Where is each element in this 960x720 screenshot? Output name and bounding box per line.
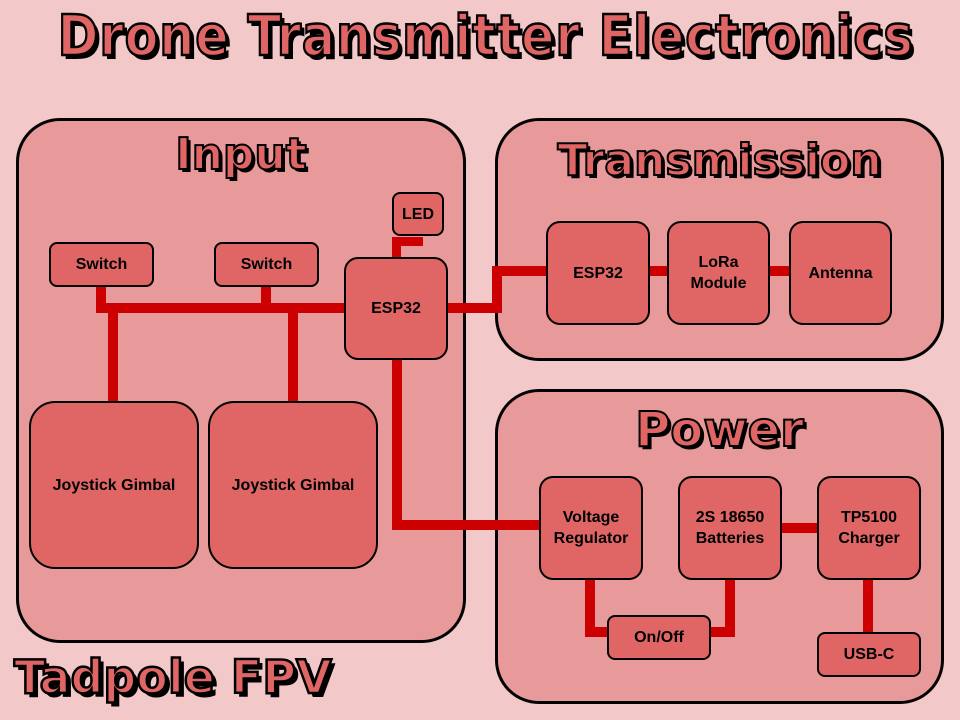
- voltage-regulator-label: Voltage Regulator: [553, 509, 629, 547]
- wire-switch-bus: [96, 303, 350, 313]
- wire-esp32-lora: [648, 266, 670, 276]
- wire-esp32-tx-h2: [492, 266, 548, 276]
- joystick-gimbal-box-2: Joystick Gimbal: [208, 401, 378, 569]
- wire-batteries-switch-h: [708, 627, 735, 637]
- wire-batteries-switch-v: [725, 577, 735, 637]
- on-off-switch-box: On/Off: [607, 615, 711, 660]
- lora-module-box: LoRa Module: [667, 221, 770, 325]
- transmission-panel-title: Transmission: [556, 134, 882, 187]
- input-esp32-box: ESP32: [344, 257, 448, 360]
- usb-c-label: USB-C: [843, 646, 895, 663]
- input-panel-title: Input: [174, 128, 308, 181]
- wire-esp32-power-v: [392, 358, 402, 530]
- wire-esp32-tx-v: [492, 266, 502, 313]
- on-off-label: On/Off: [634, 629, 684, 646]
- transmission-esp32-box: ESP32: [546, 221, 650, 325]
- joystick-gimbal-1-label: Joystick Gimbal: [52, 476, 176, 494]
- charger-label: TP5100 Charger: [838, 509, 900, 547]
- input-esp32-label: ESP32: [371, 300, 421, 317]
- wire-regulator-switch-h: [585, 627, 610, 637]
- transmission-esp32-label: ESP32: [573, 264, 623, 282]
- wire-lora-antenna: [768, 266, 792, 276]
- switch-box-2: Switch: [214, 242, 319, 287]
- switch-box-1: Switch: [49, 242, 154, 287]
- wire-regulator-switch-v: [585, 577, 595, 637]
- diagram-title: Drone Transmitter Electronics: [57, 3, 914, 71]
- lora-module-label: LoRa Module: [690, 254, 747, 292]
- led-box: LED: [392, 192, 444, 236]
- wire-switch2-drop: [261, 285, 271, 313]
- wire-esp32-power-h: [392, 520, 542, 530]
- batteries-box: 2S 18650 Batteries: [678, 476, 782, 580]
- batteries-label: 2S 18650 Batteries: [695, 509, 765, 547]
- switch-2-label: Switch: [240, 256, 293, 273]
- voltage-regulator-box: Voltage Regulator: [539, 476, 643, 580]
- wire-joystick1: [108, 303, 118, 403]
- wire-led-h: [392, 237, 423, 246]
- wire-esp32-tx-h1: [446, 303, 502, 313]
- wire-joystick2: [288, 303, 298, 403]
- joystick-gimbal-2-label: Joystick Gimbal: [231, 476, 355, 494]
- power-panel-title: Power: [634, 401, 805, 459]
- joystick-gimbal-box-1: Joystick Gimbal: [29, 401, 199, 569]
- wire-charger-usbc: [863, 577, 873, 635]
- wire-switch1-drop: [96, 285, 106, 313]
- usb-c-box: USB-C: [817, 632, 921, 677]
- brand-name: Tadpole FPV: [13, 649, 333, 706]
- switch-1-label: Switch: [75, 256, 128, 273]
- led-label: LED: [402, 205, 434, 223]
- antenna-box: Antenna: [789, 221, 892, 325]
- wire-batteries-charger: [781, 523, 821, 533]
- antenna-label: Antenna: [808, 264, 873, 282]
- wire-led-v: [392, 237, 401, 261]
- charger-box: TP5100 Charger: [817, 476, 921, 580]
